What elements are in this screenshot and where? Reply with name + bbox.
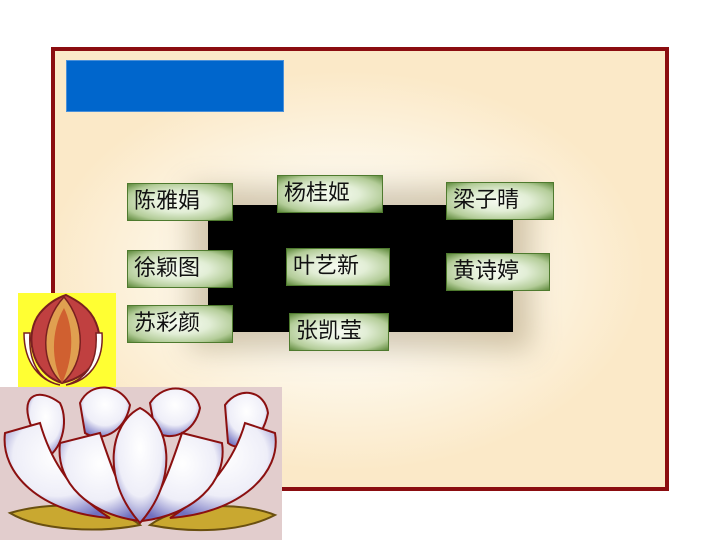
lotus-flower-icon bbox=[0, 386, 282, 540]
lotus-illustration bbox=[0, 293, 282, 540]
name-tile-6[interactable]: 黄诗婷 bbox=[446, 253, 550, 291]
lotus-bud-icon bbox=[18, 293, 116, 388]
name-tile-2[interactable]: 杨桂姬 bbox=[277, 175, 383, 213]
name-tile-8[interactable]: 张凯莹 bbox=[289, 313, 389, 351]
name-tile-1[interactable]: 陈雅娟 bbox=[127, 183, 233, 221]
name-tile-7[interactable]: 苏彩颜 bbox=[127, 305, 233, 343]
name-tile-5[interactable]: 叶艺新 bbox=[286, 248, 390, 286]
title-bar bbox=[66, 60, 284, 112]
name-tile-4[interactable]: 徐颖图 bbox=[127, 250, 233, 288]
name-tile-3[interactable]: 梁子晴 bbox=[446, 182, 554, 220]
